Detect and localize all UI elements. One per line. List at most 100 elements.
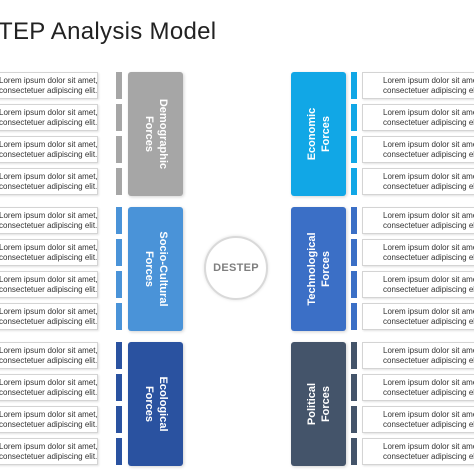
political-item-text: Lorem ipsum dolor sit amet,consectetuer … — [383, 442, 474, 462]
political-stripe — [351, 342, 357, 369]
demographic-item-text: Lorem ipsum dolor sit amet,consectetuer … — [0, 108, 98, 128]
technological-stripe — [351, 207, 357, 234]
center-circle: DESTEP — [204, 236, 268, 300]
demographic-forces-label: Demographic Forces — [142, 98, 169, 170]
demographic-item-2: Lorem ipsum dolor sit amet,consectetuer … — [0, 104, 98, 131]
technological-stripe — [351, 303, 357, 330]
socio-cultural-stripe — [116, 239, 122, 266]
item-line-1: Lorem ipsum dolor sit amet, — [383, 76, 474, 85]
ecological-forces-label: Ecological Forces — [142, 376, 169, 432]
item-line-2: consectetuer adipiscing elit. — [383, 388, 474, 397]
political-stripe — [351, 406, 357, 433]
item-line-1: Lorem ipsum dolor sit amet, — [0, 211, 98, 220]
item-line-2: consectetuer adipiscing elit. — [383, 317, 474, 326]
political-forces-label: Political Forces — [305, 382, 332, 426]
technological-forces-label: Technological Forces — [305, 232, 332, 306]
ecological-item-4: Lorem ipsum dolor sit amet,consectetuer … — [0, 438, 98, 465]
item-line-2: consectetuer adipiscing elit. — [0, 118, 98, 127]
item-line-1: Lorem ipsum dolor sit amet, — [0, 172, 98, 181]
item-line-1: Lorem ipsum dolor sit amet, — [0, 243, 98, 252]
political-item-3: Lorem ipsum dolor sit amet,consectetuer … — [362, 406, 474, 433]
political-forces-box: Political Forces — [291, 342, 346, 466]
economic-forces-box: Economic Forces — [291, 72, 346, 196]
economic-stripe — [351, 136, 357, 163]
technological-item-text: Lorem ipsum dolor sit amet,consectetuer … — [383, 243, 474, 263]
item-line-1: Lorem ipsum dolor sit amet, — [0, 275, 98, 284]
item-line-1: Lorem ipsum dolor sit amet, — [383, 346, 474, 355]
item-line-2: consectetuer adipiscing elit. — [383, 452, 474, 461]
demographic-stripe — [116, 72, 122, 99]
technological-stripe — [351, 239, 357, 266]
item-line-1: Lorem ipsum dolor sit amet, — [383, 211, 474, 220]
item-line-2: consectetuer adipiscing elit. — [0, 221, 98, 230]
ecological-stripe — [116, 438, 122, 465]
economic-item-text: Lorem ipsum dolor sit amet,consectetuer … — [383, 108, 474, 128]
technological-item-3: Lorem ipsum dolor sit amet,consectetuer … — [362, 271, 474, 298]
item-line-2: consectetuer adipiscing elit. — [0, 253, 98, 262]
item-line-2: consectetuer adipiscing elit. — [383, 118, 474, 127]
demographic-stripe — [116, 104, 122, 131]
item-line-2: consectetuer adipiscing elit. — [383, 221, 474, 230]
political-item-4: Lorem ipsum dolor sit amet,consectetuer … — [362, 438, 474, 465]
item-line-1: Lorem ipsum dolor sit amet, — [0, 140, 98, 149]
ecological-stripe — [116, 342, 122, 369]
demographic-forces-box: Demographic Forces — [128, 72, 183, 196]
item-line-2: consectetuer adipiscing elit. — [0, 356, 98, 365]
item-line-1: Lorem ipsum dolor sit amet, — [383, 442, 474, 451]
item-line-1: Lorem ipsum dolor sit amet, — [383, 307, 474, 316]
demographic-item-text: Lorem ipsum dolor sit amet,consectetuer … — [0, 172, 98, 192]
ecological-item-1: Lorem ipsum dolor sit amet,consectetuer … — [0, 342, 98, 369]
item-line-2: consectetuer adipiscing elit. — [383, 86, 474, 95]
ecological-item-3: Lorem ipsum dolor sit amet,consectetuer … — [0, 406, 98, 433]
economic-item-1: Lorem ipsum dolor sit amet,consectetuer … — [362, 72, 474, 99]
political-stripe — [351, 438, 357, 465]
item-line-1: Lorem ipsum dolor sit amet, — [0, 346, 98, 355]
ecological-item-text: Lorem ipsum dolor sit amet,consectetuer … — [0, 378, 98, 398]
socio-cultural-forces-label: Socio-Cultural Forces — [142, 231, 169, 307]
political-item-text: Lorem ipsum dolor sit amet,consectetuer … — [383, 346, 474, 366]
demographic-item-text: Lorem ipsum dolor sit amet,consectetuer … — [0, 76, 97, 96]
item-line-2: consectetuer adipiscing elit. — [0, 285, 98, 294]
economic-stripe — [351, 168, 357, 195]
item-line-1: Lorem ipsum dolor sit amet, — [383, 108, 474, 117]
item-line-2: consectetuer adipiscing elit. — [383, 356, 474, 365]
item-line-1: Lorem ipsum dolor sit amet, — [383, 378, 474, 387]
item-line-1: Lorem ipsum dolor sit amet, — [383, 410, 474, 419]
ecological-stripe — [116, 406, 122, 433]
ecological-item-text: Lorem ipsum dolor sit amet,consectetuer … — [0, 346, 98, 366]
ecological-item-text: Lorem ipsum dolor sit amet,consectetuer … — [0, 442, 98, 462]
item-line-2: consectetuer adipiscing elit. — [0, 150, 98, 159]
item-line-1: Lorem ipsum dolor sit amet, — [383, 275, 474, 284]
socio-cultural-stripe — [116, 207, 122, 234]
item-line-2: consectetuer adipiscing elit. — [383, 182, 474, 191]
ecological-forces-box: Ecological Forces — [128, 342, 183, 466]
item-line-2: consectetuer adipiscing elit. — [383, 285, 474, 294]
socio-cultural-stripe — [116, 271, 122, 298]
item-line-1: Lorem ipsum dolor sit amet, — [0, 442, 98, 451]
socio-cultural-item-text: Lorem ipsum dolor sit amet,consectetuer … — [0, 243, 98, 263]
technological-stripe — [351, 271, 357, 298]
technological-item-text: Lorem ipsum dolor sit amet,consectetuer … — [383, 211, 474, 231]
technological-item-text: Lorem ipsum dolor sit amet,consectetuer … — [383, 307, 474, 327]
item-line-1: Lorem ipsum dolor sit amet, — [383, 243, 474, 252]
socio-cultural-item-text: Lorem ipsum dolor sit amet,consectetuer … — [0, 275, 98, 295]
ecological-item-2: Lorem ipsum dolor sit amet,consectetuer … — [0, 374, 98, 401]
item-line-2: consectetuer adipiscing elit. — [0, 317, 98, 326]
economic-stripe — [351, 104, 357, 131]
item-line-1: Lorem ipsum dolor sit amet, — [0, 378, 98, 387]
political-item-1: Lorem ipsum dolor sit amet,consectetuer … — [362, 342, 474, 369]
item-line-2: consectetuer adipiscing elit. — [383, 253, 474, 262]
item-line-2: consectetuer adipiscing elit. — [0, 388, 98, 397]
political-stripe — [351, 374, 357, 401]
item-line-1: Lorem ipsum dolor sit amet, — [0, 108, 98, 117]
item-line-1: Lorem ipsum dolor sit amet, — [383, 172, 474, 181]
political-item-2: Lorem ipsum dolor sit amet,consectetuer … — [362, 374, 474, 401]
socio-cultural-item-4: Lorem ipsum dolor sit amet,consectetuer … — [0, 303, 98, 330]
economic-item-text: Lorem ipsum dolor sit amet,consectetuer … — [383, 140, 474, 160]
economic-forces-label: Economic Forces — [305, 107, 332, 161]
socio-cultural-item-text: Lorem ipsum dolor sit amet,consectetuer … — [0, 307, 98, 327]
demographic-item-3: Lorem ipsum dolor sit amet,consectetuer … — [0, 136, 98, 163]
item-line-2: consectetuer adipiscing elit. — [0, 452, 98, 461]
economic-item-3: Lorem ipsum dolor sit amet,consectetuer … — [362, 136, 474, 163]
item-line-2: consectetuer adipiscing elit. — [0, 182, 98, 191]
